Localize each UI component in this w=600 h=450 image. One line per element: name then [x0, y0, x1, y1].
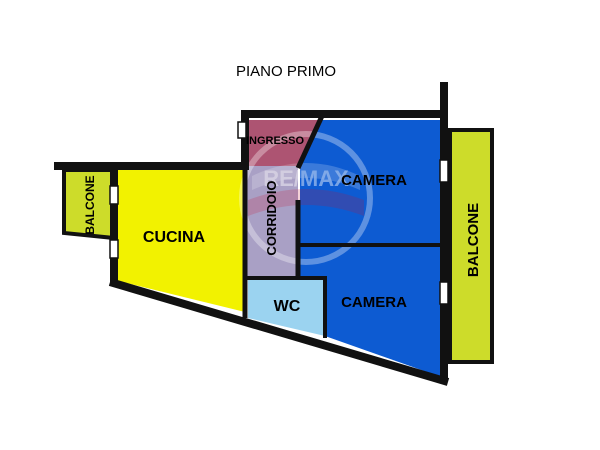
walls: [54, 82, 450, 386]
balcone-left-label: BALCONE: [83, 175, 97, 234]
window-right-top: [439, 159, 449, 183]
camera-bottom-label: CAMERA: [341, 294, 407, 311]
ingresso-label: INGRESSO: [246, 135, 305, 147]
window-ingresso: [237, 121, 247, 139]
balcone-right-area: [448, 128, 494, 364]
remax-watermark-text: RE/MAX: [263, 166, 349, 191]
window-markers: [109, 121, 449, 305]
camera-top-label: CAMERA: [341, 172, 407, 189]
window-left-bottom: [109, 239, 119, 259]
remax-watermark: RE/MAX: [239, 131, 373, 265]
wc-area: [248, 278, 325, 336]
window-left-top: [109, 185, 119, 205]
remax-balloon-stripe: [248, 189, 364, 216]
camera-bottom-area: [300, 246, 444, 378]
wall-outer-bottom: [108, 278, 450, 386]
plan-title: PIANO PRIMO: [236, 63, 336, 80]
window-right-bottom: [439, 281, 449, 305]
wall-outer-top: [54, 110, 448, 380]
wc-label: WC: [274, 298, 301, 315]
remax-balloon-stripe: [252, 163, 360, 190]
camera-top-area: [300, 120, 444, 244]
cucina-area: [114, 170, 245, 312]
wall-ingresso-diagonal: [295, 114, 325, 170]
remax-balloon-icon: [239, 131, 373, 265]
balcone-right-label: BALCONE: [465, 203, 482, 277]
cucina-label: CUCINA: [143, 229, 206, 246]
corridoio-label: CORRIDOIO: [264, 180, 279, 255]
corridoio-area: [245, 166, 298, 276]
ingresso-area: [238, 120, 320, 166]
